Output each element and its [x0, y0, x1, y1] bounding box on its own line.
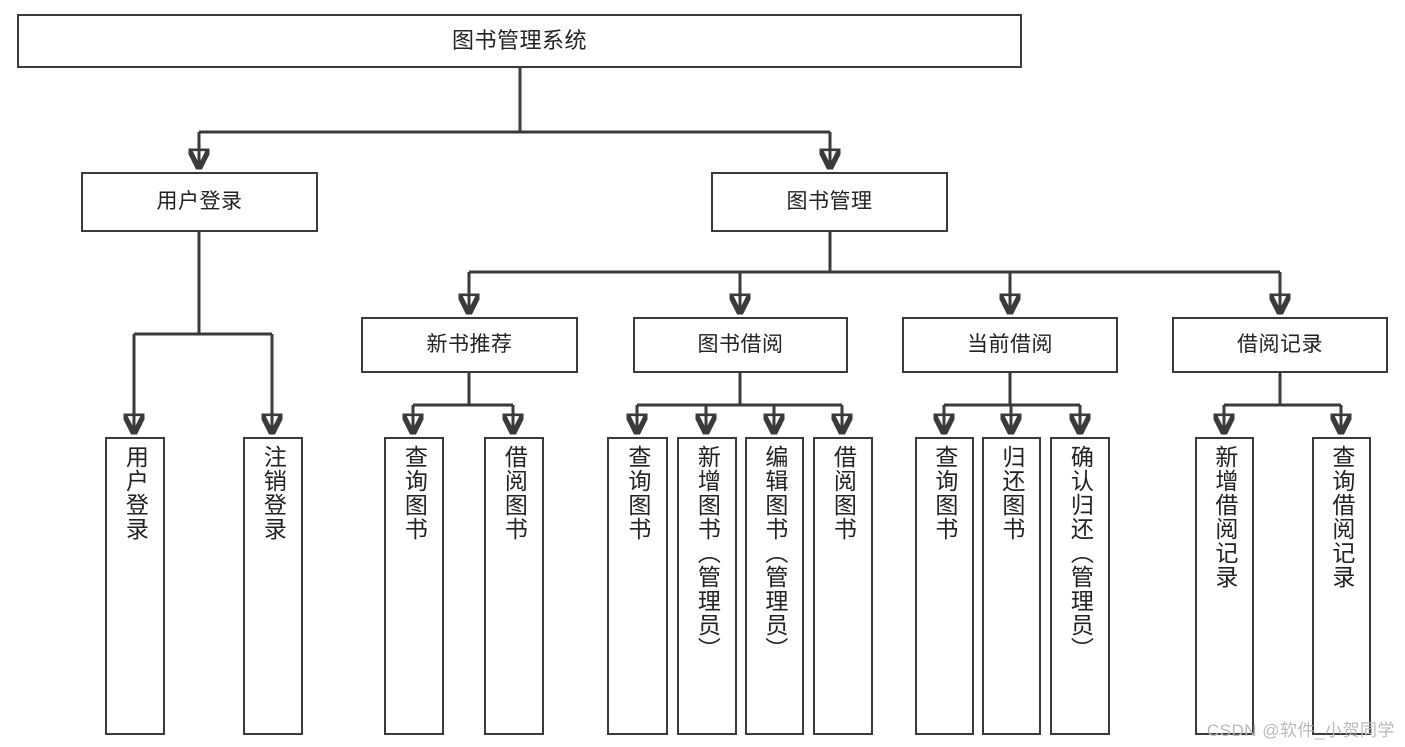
node-label: 用户登录: [156, 189, 243, 213]
leaf-borrow-borrow-book[interactable]: 借阅图书: [813, 437, 873, 735]
node-label: 图书借阅: [697, 332, 784, 356]
node-label: 当前借阅: [967, 332, 1053, 356]
node-label: 查询图书: [931, 445, 958, 541]
leaf-current-query-book[interactable]: 查询图书: [915, 437, 974, 735]
node-label: 确认归还（管理员）: [1067, 445, 1094, 661]
node-book-borrow[interactable]: 图书借阅: [633, 317, 848, 373]
leaf-recommend-borrow-book[interactable]: 借阅图书: [484, 437, 544, 735]
leaf-user-login-signin[interactable]: 用户登录: [105, 437, 165, 735]
csdn-watermark: CSDN @软件_小贺同学: [1206, 721, 1395, 740]
leaf-borrow-query-book[interactable]: 查询图书: [607, 437, 668, 735]
node-label: 图书管理: [786, 189, 873, 213]
node-borrow-record[interactable]: 借阅记录: [1172, 317, 1388, 373]
node-label: 查询借阅记录: [1328, 445, 1355, 589]
node-label: 借阅图书: [501, 445, 528, 541]
leaf-record-query-record[interactable]: 查询借阅记录: [1312, 437, 1371, 735]
node-label: 图书管理系统: [451, 28, 587, 54]
leaf-current-confirm-return-admin[interactable]: 确认归还（管理员）: [1050, 437, 1110, 735]
node-label: 查询图书: [401, 445, 428, 541]
leaf-record-add-record[interactable]: 新增借阅记录: [1195, 437, 1254, 735]
node-label: 编辑图书（管理员）: [761, 445, 788, 661]
node-user-login[interactable]: 用户登录: [81, 172, 318, 232]
node-label: 借阅图书: [830, 445, 857, 541]
leaf-borrow-edit-book-admin[interactable]: 编辑图书（管理员）: [745, 437, 804, 735]
node-book-management[interactable]: 图书管理: [711, 172, 948, 232]
leaf-borrow-add-book-admin[interactable]: 新增图书（管理员）: [677, 437, 737, 735]
leaf-recommend-query-book[interactable]: 查询图书: [384, 437, 444, 735]
node-label: 归还图书: [998, 445, 1025, 541]
node-new-book-recommend[interactable]: 新书推荐: [361, 317, 578, 373]
node-label: 新增图书（管理员）: [694, 445, 721, 661]
node-label: 新增借阅记录: [1211, 445, 1238, 589]
node-label: 查询图书: [624, 445, 651, 541]
node-current-borrow[interactable]: 当前借阅: [902, 317, 1118, 373]
node-root-system[interactable]: 图书管理系统: [17, 14, 1022, 68]
leaf-current-return-book[interactable]: 归还图书: [982, 437, 1041, 735]
node-label: 注销登录: [260, 445, 287, 541]
node-label: 用户登录: [122, 445, 149, 541]
node-label: 借阅记录: [1237, 332, 1323, 356]
leaf-user-login-signout[interactable]: 注销登录: [243, 437, 303, 735]
node-label: 新书推荐: [426, 332, 513, 356]
